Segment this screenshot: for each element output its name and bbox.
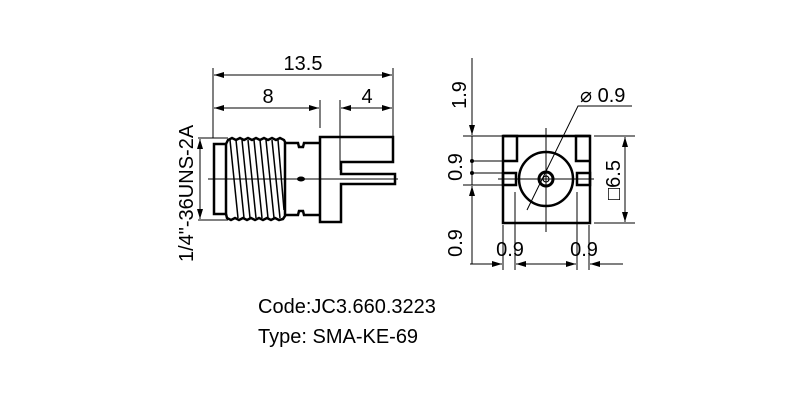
connector-side-outline <box>212 135 397 224</box>
thread-spec: 1/4"-36UNS-2A <box>176 124 198 262</box>
side-view: 13.5 8 4 1/4"-36UNS-2A <box>176 53 398 262</box>
side-dimension-lines <box>197 72 392 219</box>
front-dimension-lines <box>469 58 628 267</box>
pin-dot <box>297 176 305 182</box>
dim-bottom-offset: 0.9 <box>445 229 467 257</box>
front-extension-lines <box>463 105 635 270</box>
dim-slot-height: 0.9 <box>445 153 467 181</box>
dim-top-offset: 1.9 <box>449 81 471 109</box>
dim-pin-diameter: ⌀ 0.9 <box>580 85 625 107</box>
product-code: Code:JC3.660.3223 <box>258 296 436 318</box>
dim-right-slot-width: 0.9 <box>570 239 598 261</box>
thread-lines <box>229 139 285 219</box>
front-view: 1.9 ⌀ 0.9 0.9 0.9 0.9 0.9 □6.5 <box>445 58 635 270</box>
product-type: Type: SMA-KE-69 <box>258 326 419 348</box>
dim-thread-length: 8 <box>262 86 273 108</box>
dim-square-size: □6.5 <box>603 160 625 200</box>
connector-front-outline <box>501 134 592 225</box>
dim-left-slot-width: 0.9 <box>496 239 524 261</box>
slot-dots <box>470 159 474 175</box>
dim-total-length: 13.5 <box>284 53 323 75</box>
dim-flange-length: 4 <box>361 86 372 108</box>
